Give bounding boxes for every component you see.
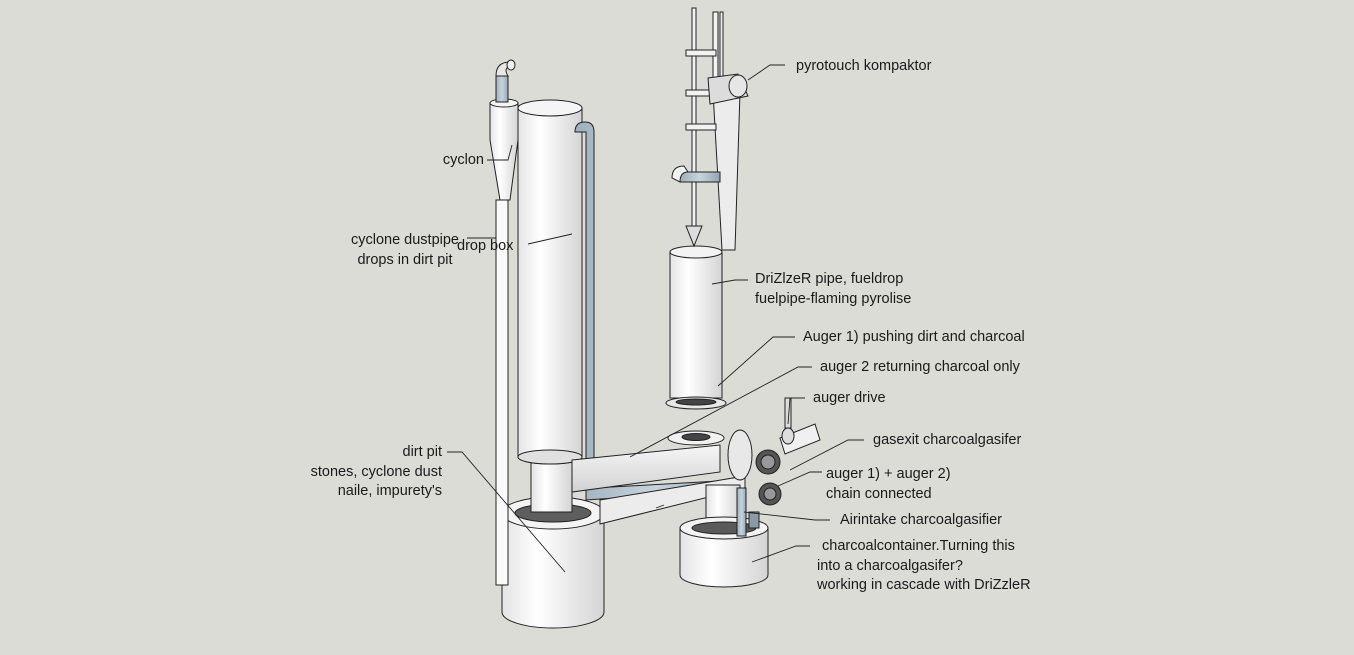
- label-dirt-pit-line2: stones, cyclone dust: [310, 463, 442, 480]
- label-cyclone-dustpipe: cyclone dustpipe drops in dirt pit: [332, 231, 478, 270]
- label-container-line2: into a charcoalgasifer?: [817, 557, 963, 574]
- label-auger-1: Auger 1) pushing dirt and charcoal: [803, 329, 1025, 345]
- label-container-line3: working in cascade with DriZzleR: [817, 577, 1031, 593]
- label-cyclone-dustpipe-line1: cyclone dustpipe: [350, 232, 459, 248]
- label-chain-connected: auger 1) + auger 2) chain connected: [826, 465, 951, 504]
- drop-box-column: [517, 99, 583, 513]
- label-drop-box: drop box: [457, 238, 514, 254]
- label-dirt-pit-line3: naile, impurety's: [337, 483, 442, 499]
- leader-lines: [447, 64, 864, 573]
- label-drizzler-pipe: DriZlzeR pipe, fueldrop fuelpipe-flaming…: [755, 270, 911, 309]
- label-drizzler-line1: DriZlzeR pipe, fueldrop: [755, 271, 904, 287]
- label-dirt-pit: dirt pit stones, cyclone dust naile, imp…: [290, 443, 442, 502]
- label-auger-drive: auger drive: [813, 390, 886, 406]
- auger-1-tube: [571, 444, 721, 493]
- label-cyclone-dustpipe-line2: drops in dirt pit: [357, 251, 453, 268]
- label-container-line1: charcoalcontainer.Turning this: [822, 538, 1015, 554]
- label-pyrotouch-kompaktor: pyrotouch kompaktor: [796, 58, 932, 74]
- cyclone-dustpipe: [495, 199, 509, 586]
- label-dirt-pit-line1: dirt pit: [402, 444, 443, 460]
- label-airintake: Airintake charcoalgasifier: [840, 512, 1002, 528]
- drizzler-pipe: [665, 245, 727, 410]
- auger-drive-housing: [727, 397, 821, 506]
- label-cyclon: cyclon: [442, 152, 484, 168]
- inlet-flange: [667, 430, 725, 446]
- label-drizzler-line2: fuelpipe-flaming pyrolise: [755, 290, 912, 307]
- label-chain-line1: auger 1) + auger 2): [826, 466, 951, 482]
- label-charcoal-container: charcoalcontainer.Turning this into a ch…: [817, 537, 1031, 596]
- label-gasexit: gasexit charcoalgasifer: [873, 432, 1022, 448]
- label-chain-line2: chain connected: [826, 485, 932, 502]
- pyrotouch-frame: [671, 7, 749, 251]
- charcoal-container: [679, 484, 769, 588]
- label-auger-2: auger 2 returning charcoal only: [820, 359, 1020, 375]
- cyclone: [489, 59, 519, 201]
